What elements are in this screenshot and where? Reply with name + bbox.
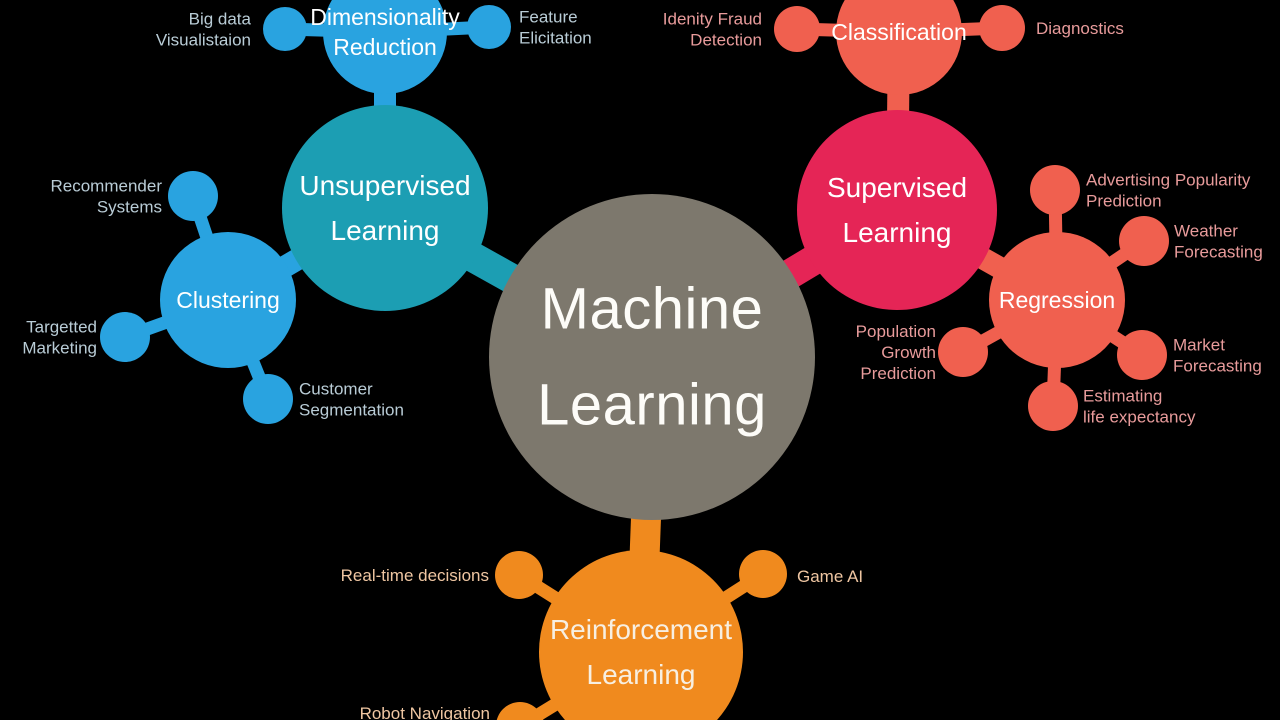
label-leaf-regression-2-line: Market xyxy=(1173,335,1225,354)
node-leaf-reinforcement-learning-1[interactable] xyxy=(739,550,787,598)
node-unsupervised-learning[interactable] xyxy=(282,105,488,311)
label-supervised-learning-line: Learning xyxy=(843,217,952,248)
label-dimensionality-reduction-line: Dimensionality xyxy=(310,4,460,30)
label-leaf-regression-0-line: Prediction xyxy=(1086,191,1162,210)
node-layer xyxy=(100,0,1169,720)
label-leaf-regression-1-line: Forecasting xyxy=(1174,242,1263,261)
label-clustering: Clustering xyxy=(176,287,280,313)
label-supervised-learning-line: Supervised xyxy=(827,172,967,203)
node-clustering[interactable] xyxy=(160,232,296,368)
center-label-line: Learning xyxy=(537,373,767,438)
node-leaf-clustering-2[interactable] xyxy=(243,374,293,424)
label-leaf-regression-0-line: Advertising Popularity xyxy=(1086,170,1251,189)
node-leaf-clustering-1[interactable] xyxy=(100,312,150,362)
label-leaf-clustering-1-line: Marketing xyxy=(22,338,97,357)
label-leaf-regression-4-line: Growth xyxy=(881,343,936,362)
node-leaf-dimensionality-reduction-1[interactable] xyxy=(467,5,511,49)
label-leaf-classification-0-line: Detection xyxy=(690,30,762,49)
label-leaf-clustering-2-line: Segmentation xyxy=(299,400,404,419)
label-leaf-clustering-0-line: Recommender xyxy=(51,176,163,195)
label-leaf-regression-2-line: Forecasting xyxy=(1173,356,1262,375)
label-unsupervised-learning-line: Unsupervised xyxy=(299,170,470,201)
label-unsupervised-learning-line: Learning xyxy=(331,215,440,246)
label-leaf-dimensionality-reduction-1-line: Elicitation xyxy=(519,28,592,47)
label-leaf-clustering-0-line: Systems xyxy=(97,197,162,216)
label-regression: Regression xyxy=(999,287,1115,313)
label-leaf-dimensionality-reduction-1-line: Feature xyxy=(519,7,578,26)
label-leaf-clustering-2-line: Customer xyxy=(299,379,373,398)
label-leaf-classification-0-line: Idenity Fraud xyxy=(663,9,762,28)
label-reinforcement-learning-line: Learning xyxy=(587,659,696,690)
label-dimensionality-reduction-line: Reduction xyxy=(333,34,437,60)
center-label-line: Machine xyxy=(541,277,764,342)
node-reinforcement-learning[interactable] xyxy=(539,550,743,720)
label-leaf-regression-1-line: Weather xyxy=(1174,221,1238,240)
label-leaf-reinforcement-learning-0-line: Real-time decisions xyxy=(341,566,489,585)
label-classification-line: Classification xyxy=(831,19,967,45)
node-leaf-dimensionality-reduction-0[interactable] xyxy=(263,7,307,51)
node-leaf-regression-4[interactable] xyxy=(938,327,988,377)
label-leaf-regression-4-line: Prediction xyxy=(860,364,936,383)
label-regression-line: Regression xyxy=(999,287,1115,313)
label-leaf-reinforcement-learning-2-line: Robot Navigation xyxy=(360,704,490,720)
label-leaf-classification-1-line: Diagnostics xyxy=(1036,19,1124,38)
label-leaf-reinforcement-learning-1-line: Game AI xyxy=(797,567,863,586)
node-leaf-regression-3[interactable] xyxy=(1028,381,1078,431)
text-layer: MachineLearningUnsupervisedLearningDimen… xyxy=(22,4,1262,720)
node-leaf-regression-0[interactable] xyxy=(1030,165,1080,215)
label-leaf-classification-1: Diagnostics xyxy=(1036,19,1124,38)
label-leaf-reinforcement-learning-0: Real-time decisions xyxy=(341,566,489,585)
node-leaf-regression-1[interactable] xyxy=(1119,216,1169,266)
node-regression[interactable] xyxy=(989,232,1125,368)
label-leaf-regression-3-line: Estimating xyxy=(1083,386,1162,405)
node-leaf-regression-2[interactable] xyxy=(1117,330,1167,380)
label-leaf-regression-4-line: Population xyxy=(856,322,936,341)
label-leaf-reinforcement-learning-1: Game AI xyxy=(797,567,863,586)
label-classification: Classification xyxy=(831,19,967,45)
node-leaf-clustering-0[interactable] xyxy=(168,171,218,221)
node-leaf-reinforcement-learning-0[interactable] xyxy=(495,551,543,599)
node-supervised-learning[interactable] xyxy=(797,110,997,310)
label-leaf-reinforcement-learning-2: Robot Navigation xyxy=(360,704,490,720)
node-center-machine-learning[interactable] xyxy=(489,194,815,520)
label-reinforcement-learning-line: Reinforcement xyxy=(550,614,732,645)
label-clustering-line: Clustering xyxy=(176,287,280,313)
node-classification[interactable] xyxy=(836,0,962,95)
label-leaf-regression-3-line: life expectancy xyxy=(1083,407,1196,426)
node-leaf-reinforcement-learning-2[interactable] xyxy=(496,702,544,720)
node-dimensionality-reduction[interactable] xyxy=(323,0,447,94)
label-leaf-dimensionality-reduction-0-line: Visualistaion xyxy=(156,30,251,49)
label-leaf-dimensionality-reduction-0-line: Big data xyxy=(189,9,252,28)
label-leaf-clustering-1-line: Targetted xyxy=(26,317,97,336)
node-leaf-classification-1[interactable] xyxy=(979,5,1025,51)
node-leaf-classification-0[interactable] xyxy=(774,6,820,52)
label-leaf-regression-3: Estimating life expectancy xyxy=(1083,386,1196,426)
